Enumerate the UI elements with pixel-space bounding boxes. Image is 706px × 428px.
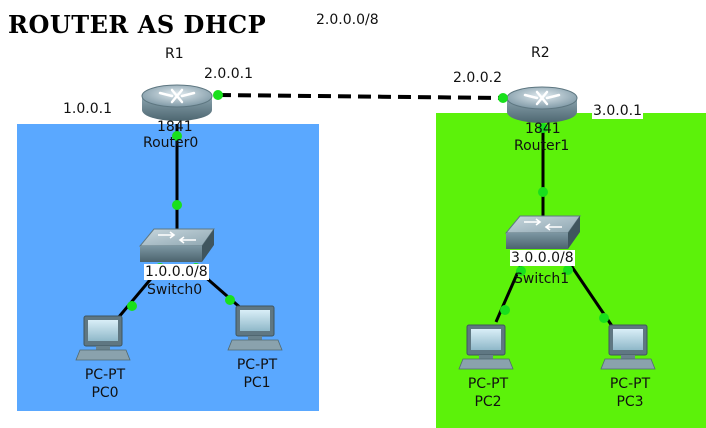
router-r2-wan-ip: 2.0.0.2 [453, 70, 502, 86]
port-dot [538, 187, 548, 197]
pc3-name: PC3 [616, 394, 644, 410]
pc0-name: PC0 [91, 385, 119, 401]
router-r1-wan-ip: 2.0.0.1 [204, 66, 253, 82]
switch1-network: 3.0.0.0/8 [510, 250, 575, 266]
router-r2-model: 1841 [525, 121, 561, 137]
router-r1-label: R1 [165, 46, 184, 62]
switch0-network: 1.0.0.0/8 [144, 264, 209, 280]
port-dot [563, 265, 573, 275]
switch0-name: Switch0 [147, 282, 203, 298]
pc3-icon[interactable] [600, 324, 656, 370]
port-dot [213, 90, 223, 100]
port-dot [599, 313, 609, 323]
switch1-name: Switch1 [514, 271, 570, 287]
port-dot [127, 301, 137, 311]
router-r1-lan-ip: 1.0.0.1 [63, 101, 112, 117]
pc2-icon[interactable] [458, 324, 514, 370]
switch0-icon[interactable] [138, 228, 215, 262]
switch1-icon[interactable] [504, 215, 581, 249]
diagram-title: ROUTER AS DHCP [8, 10, 267, 39]
router-r2-name: Router1 [514, 138, 570, 154]
port-dot [172, 200, 182, 210]
pc0-type: PC-PT [84, 367, 126, 383]
port-dot [538, 123, 548, 133]
port-dot [516, 266, 526, 276]
pc0-icon[interactable] [75, 315, 131, 361]
port-dot [498, 93, 508, 103]
port-dot [172, 131, 182, 141]
port-dot [225, 295, 235, 305]
port-indicators [127, 90, 609, 323]
router-r1-name: Router0 [143, 135, 199, 151]
router-r2-label: R2 [531, 45, 550, 61]
pc2-name: PC2 [474, 394, 502, 410]
router-r1-icon[interactable] [141, 84, 213, 121]
pc3-type: PC-PT [609, 376, 651, 392]
wan-network-label: 2.0.0.0/8 [316, 12, 379, 28]
port-dot [500, 305, 510, 315]
pc1-name: PC1 [243, 375, 271, 391]
router-r1-model: 1841 [157, 119, 193, 135]
link-r1-r2[interactable] [217, 93, 505, 100]
router-r2-lan-ip: 3.0.0.1 [592, 103, 643, 119]
pc2-type: PC-PT [467, 376, 509, 392]
router-r2-icon[interactable] [506, 86, 578, 123]
pc1-type: PC-PT [236, 357, 278, 373]
pc1-icon[interactable] [227, 305, 283, 351]
